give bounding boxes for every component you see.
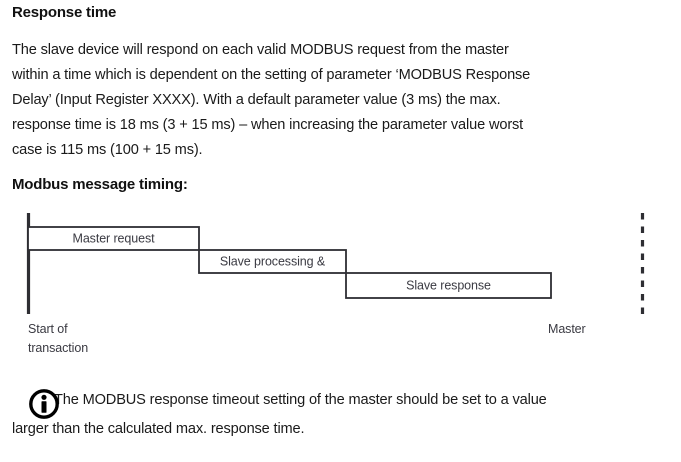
axis-label-start-of-transaction-line1: Start of [28, 322, 68, 336]
segment-box-slave-response [345, 272, 552, 299]
axis-label-master: Master [548, 322, 586, 336]
note-text: The MODBUS response timeout setting of t… [12, 386, 672, 444]
segment-box-master-request [27, 226, 200, 251]
paragraph-line: The slave device will respond on each va… [12, 42, 509, 58]
note-block: The MODBUS response timeout setting of t… [12, 386, 672, 444]
section-heading-response-time: Response time [12, 4, 117, 21]
segment-label-master-request: Master request [73, 232, 156, 246]
paragraph-line: response time is 18 ms (3 + 15 ms) – whe… [12, 117, 524, 133]
paragraph-line: Delay’ (Input Register XXXX). With a def… [12, 92, 501, 108]
segment-box-slave-processing [198, 249, 347, 274]
paragraph-line: within a time which is dependent on the … [12, 67, 531, 83]
paragraph-line: case is 115 ms (100 + 15 ms). [12, 142, 203, 158]
intro-paragraph: The slave device will respond on each va… [12, 38, 672, 163]
timing-diagram-svg: Master request Slave processing & Slave … [26, 213, 645, 355]
info-circle-icon [29, 389, 59, 419]
note-line: The MODBUS response timeout setting of t… [54, 392, 547, 408]
segment-label-slave-processing: Slave processing & [220, 255, 326, 269]
segment-label-slave-response: Slave response [406, 279, 491, 293]
modbus-timing-diagram: Master request Slave processing & Slave … [0, 200, 681, 365]
note-line: larger than the calculated max. response… [12, 421, 305, 437]
diagram-heading: Modbus message timing: [12, 176, 188, 193]
axis-label-start-of-transaction-line2: transaction [28, 341, 88, 355]
